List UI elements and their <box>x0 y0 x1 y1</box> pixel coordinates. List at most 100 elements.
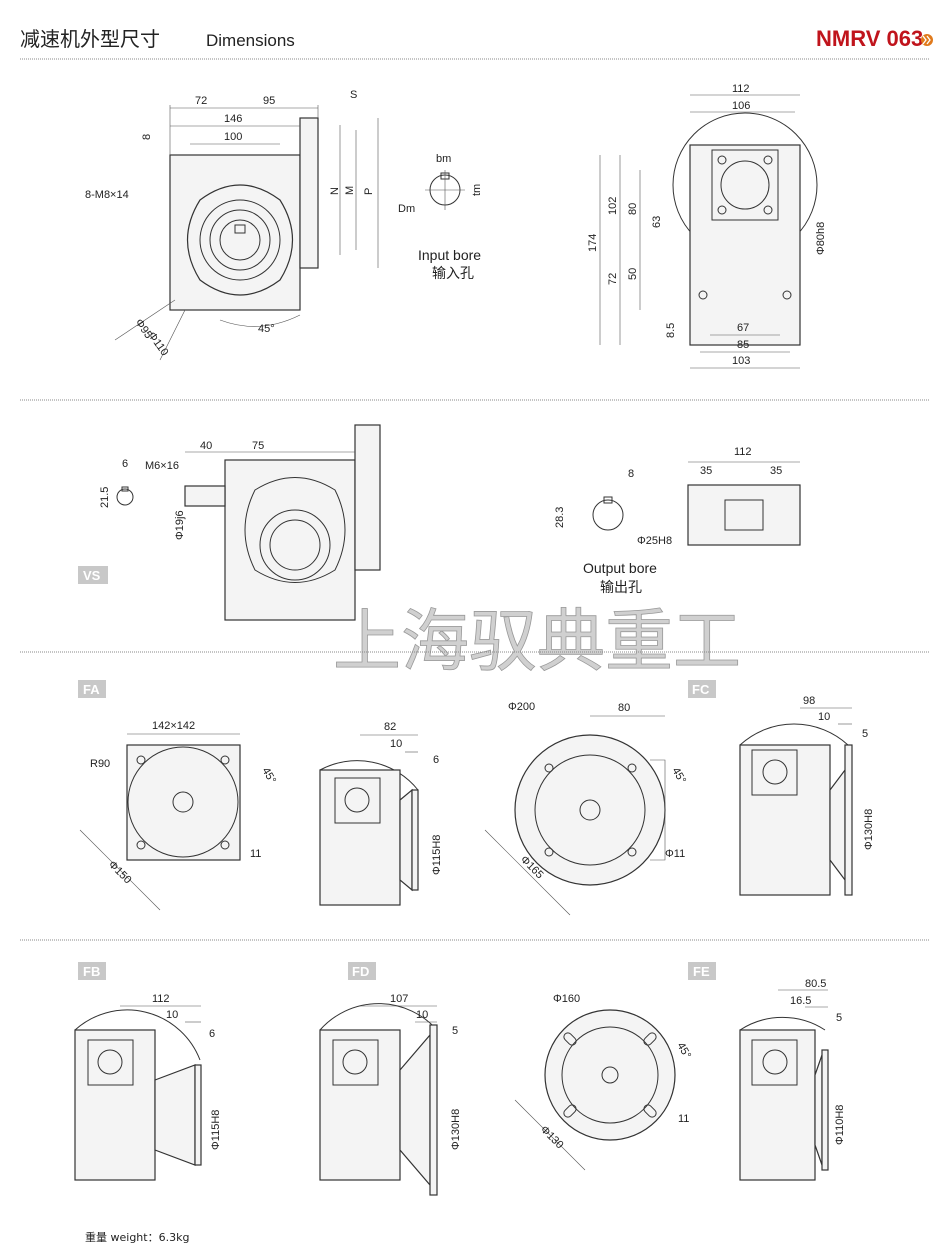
output-bore-label-cn: 输出孔 <box>600 579 642 595</box>
fd-badge <box>348 962 376 980</box>
dim-label: 75 <box>252 440 264 452</box>
watermark: 上海驭典重工 <box>333 603 741 682</box>
dim-label: 72 <box>607 273 619 285</box>
dim-label: Φ150 <box>106 859 134 887</box>
dim-label: Φ80h8 <box>815 222 827 255</box>
model-name: NMRV 063 <box>816 26 923 51</box>
gearbox-front-view <box>114 105 379 361</box>
dim-label: 103 <box>732 355 750 367</box>
dim-label: bm <box>436 153 451 165</box>
dim-label: 5 <box>862 728 868 740</box>
dim-label: 10 <box>390 738 402 750</box>
fa-square-flange <box>79 733 241 911</box>
dim-label: 8 <box>141 134 153 140</box>
fc-badge-label: FC <box>692 682 710 697</box>
gearbox-side-view <box>599 94 818 369</box>
dim-label: 107 <box>390 993 408 1005</box>
dim-label: 63 <box>651 216 663 228</box>
output-bore-label: Output bore <box>583 560 657 576</box>
input-bore-label: Input bore <box>418 247 481 263</box>
vs-badge <box>78 566 108 584</box>
dim-label: 10 <box>818 711 830 723</box>
dim-label: Φ19j6 <box>174 510 186 540</box>
dim-label: 80 <box>618 702 630 714</box>
round-flange-front <box>484 715 666 916</box>
fd-badge-label: FD <box>352 964 369 979</box>
dim-label: S <box>350 89 357 101</box>
fc-side-view <box>739 707 853 896</box>
fe-side-view <box>739 989 829 1181</box>
dim-label: Φ130H8 <box>450 1109 462 1150</box>
dim-label: Φ11 <box>665 848 685 860</box>
dim-label: 45° <box>669 766 688 786</box>
fc-badge <box>688 680 716 698</box>
round-flange-front-small <box>514 1009 676 1171</box>
dim-label: Φ115H8 <box>210 1110 222 1150</box>
output-bore-drawing <box>592 461 801 546</box>
fe-badge <box>688 962 716 980</box>
dim-label: 6 <box>433 754 439 766</box>
dim-label: 16.5 <box>790 995 811 1007</box>
dim-label: Φ130 <box>538 1124 566 1152</box>
fd-side-view <box>319 1003 438 1196</box>
dim-label: 142×142 <box>152 720 195 732</box>
dim-label: 45° <box>259 766 278 786</box>
dim-label: 112 <box>732 83 750 95</box>
weight-label: 重量 weight：6.3kg <box>85 1230 189 1244</box>
dim-label: 50 <box>627 268 639 280</box>
dim-label: 102 <box>607 197 619 215</box>
dim-label: 10 <box>166 1009 178 1021</box>
dim-label: 10 <box>416 1009 428 1021</box>
vs-badge-label: VS <box>83 568 101 583</box>
dim-label: R90 <box>90 758 110 770</box>
input-bore-drawing <box>425 170 465 210</box>
dim-label: 100 <box>224 131 242 143</box>
dim-label: 21.5 <box>99 487 111 508</box>
double-chevron-right-icon <box>921 34 933 46</box>
dim-label: Φ130H8 <box>863 809 875 850</box>
page-title-en: Dimensions <box>206 31 295 50</box>
input-bore-label-cn: 输入孔 <box>432 265 474 281</box>
fb-side-view <box>74 1005 202 1181</box>
dim-label: 72 <box>195 95 207 107</box>
dim-label: 11 <box>250 848 261 860</box>
dim-label: 85 <box>737 339 749 351</box>
fa-badge <box>78 680 106 698</box>
dim-label: 5 <box>452 1025 458 1037</box>
dim-label: 67 <box>737 322 749 334</box>
dim-label: 8 <box>628 468 634 480</box>
dim-label: 106 <box>732 100 750 112</box>
dim-label: 5 <box>836 1012 842 1024</box>
fe-badge-label: FE <box>693 964 710 979</box>
dim-label: P <box>363 188 375 195</box>
dim-label: M <box>344 186 356 195</box>
dim-label: 6 <box>209 1028 215 1040</box>
dim-label: 11 <box>678 1113 689 1125</box>
dim-label: Dm <box>398 203 415 215</box>
dim-label: 82 <box>384 721 396 733</box>
dim-label: 45° <box>674 1041 693 1061</box>
dim-label: 28.3 <box>554 507 566 528</box>
dim-label: 45° <box>258 323 275 335</box>
fa-side-view <box>319 734 419 906</box>
dim-label: Φ110H8 <box>834 1105 846 1145</box>
dim-label: Φ25H8 <box>637 535 672 547</box>
dim-label: 35 <box>700 465 712 477</box>
dim-label: 80 <box>627 203 639 215</box>
dim-label: 98 <box>803 695 815 707</box>
dim-label: 35 <box>770 465 782 477</box>
dim-label: Φ110 <box>146 330 171 358</box>
fb-badge <box>78 962 106 980</box>
dim-label: tm <box>471 184 483 196</box>
dim-label: 95 <box>263 95 275 107</box>
dim-label: Φ115H8 <box>431 835 443 875</box>
dim-label: 6 <box>122 458 128 470</box>
dim-label: 8.5 <box>665 323 677 338</box>
thread-label: M6×16 <box>145 460 179 472</box>
dim-label: 146 <box>224 113 242 125</box>
fa-badge-label: FA <box>83 682 100 697</box>
thread-label: 8-M8×14 <box>85 189 129 201</box>
dim-label: N <box>329 187 341 195</box>
dim-label: 112 <box>152 993 170 1005</box>
